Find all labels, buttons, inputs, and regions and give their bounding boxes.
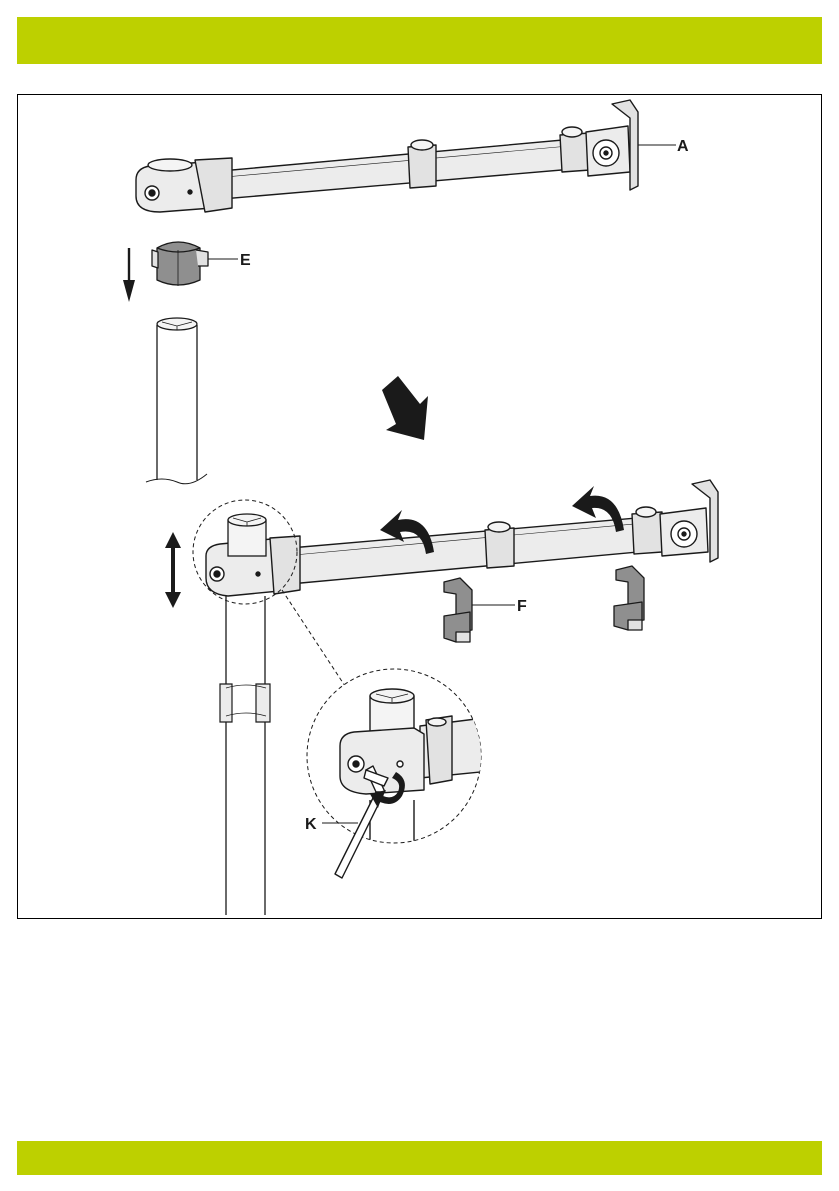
diagonal-arrow (382, 376, 428, 440)
pole-clips (220, 684, 270, 722)
label-e: E (240, 252, 251, 269)
pole-upper (146, 318, 207, 484)
cable-clamp-f-left (444, 578, 472, 642)
label-a: A (677, 138, 689, 155)
down-arrow (123, 248, 135, 302)
cable-clip-e (152, 242, 208, 286)
crossbar-arm-top (136, 100, 638, 212)
label-f: F (517, 598, 527, 615)
label-k: K (305, 816, 317, 833)
detail-connector (282, 590, 345, 686)
cable-clamp-f-right (614, 566, 644, 630)
